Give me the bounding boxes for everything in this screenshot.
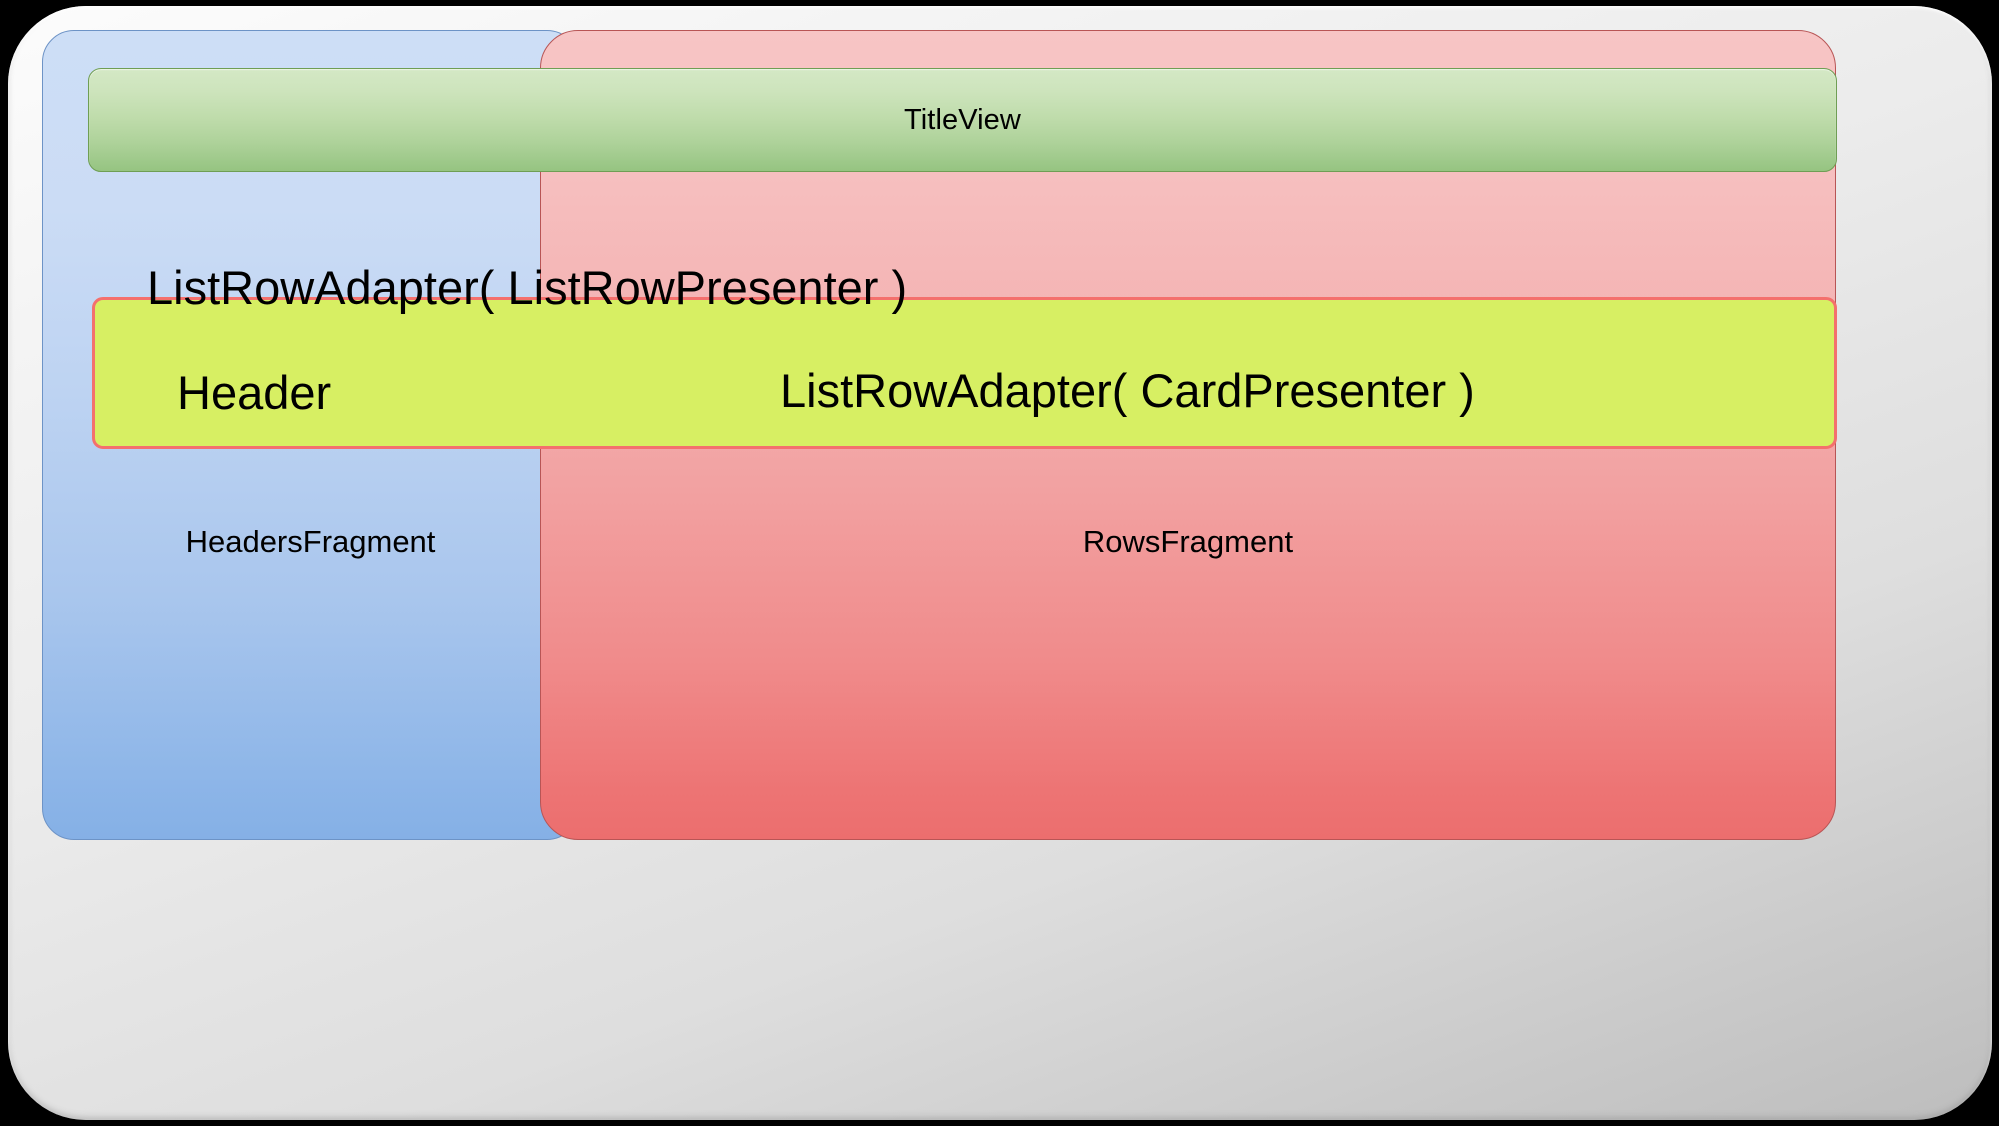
title-view-box: TitleView: [88, 68, 1837, 172]
title-view-label: TitleView: [904, 103, 1021, 136]
list-row-adapter-list-row-presenter-label: ListRowAdapter( ListRowPresenter ): [147, 261, 908, 314]
list-row-adapter-card-presenter-label: ListRowAdapter( CardPresenter ): [780, 364, 1475, 417]
headers-fragment-label: HeadersFragment: [185, 524, 436, 559]
rows-fragment-label: RowsFragment: [1082, 524, 1294, 559]
header-label: Header: [177, 366, 332, 419]
list-row-adapter-box: [92, 297, 1837, 449]
